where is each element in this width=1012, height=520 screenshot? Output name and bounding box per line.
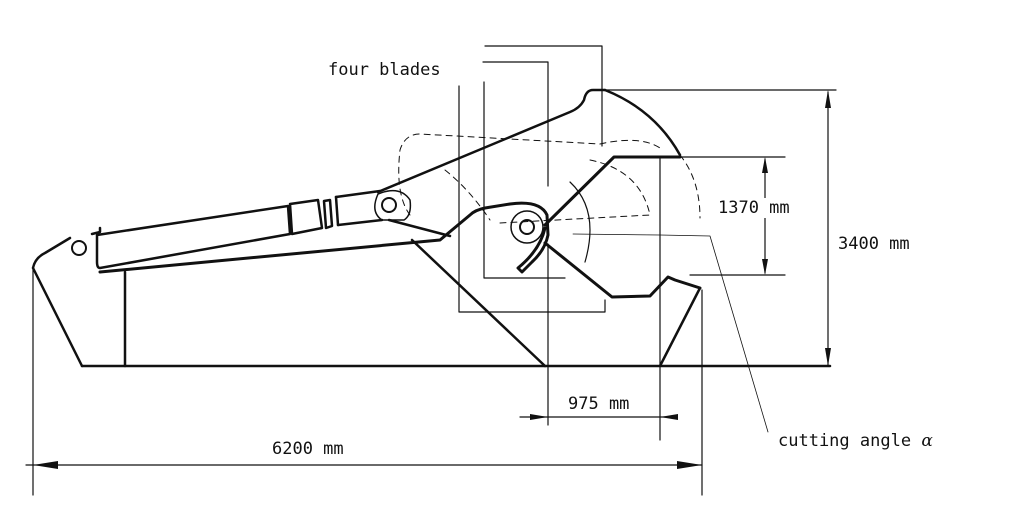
base-frame — [31, 236, 832, 368]
cylinder-eye-outline — [374, 189, 412, 221]
cutting-angle-text: cutting angle — [778, 431, 912, 451]
open-position-outline — [398, 133, 701, 224]
blade-leader-lines — [458, 45, 606, 313]
upper-blade-arm — [376, 88, 682, 238]
jaw-width-dimension: 975 mm — [566, 394, 632, 414]
cutting-angle-arc — [569, 181, 591, 263]
dimension-arrows — [33, 90, 831, 469]
cylinder-eye — [381, 197, 397, 213]
total-height-dimension: 3400 mm — [836, 234, 912, 254]
cutting-angle-label: cutting angle α — [776, 431, 935, 451]
total-length-dimension: 6200 mm — [270, 439, 346, 459]
four-blades-label: four blades — [326, 60, 443, 80]
main-pivot — [519, 219, 535, 235]
base-pivot — [71, 240, 87, 256]
jaw-opening-dimension: 1370 mm — [716, 198, 792, 218]
lower-blade-body — [98, 155, 702, 299]
main-pivot-boss — [510, 210, 544, 244]
dimension-lines — [25, 89, 837, 496]
alpha-symbol: α — [921, 431, 933, 451]
cutting-angle-leader — [572, 233, 769, 433]
hydraulic-cylinder — [90, 189, 384, 270]
